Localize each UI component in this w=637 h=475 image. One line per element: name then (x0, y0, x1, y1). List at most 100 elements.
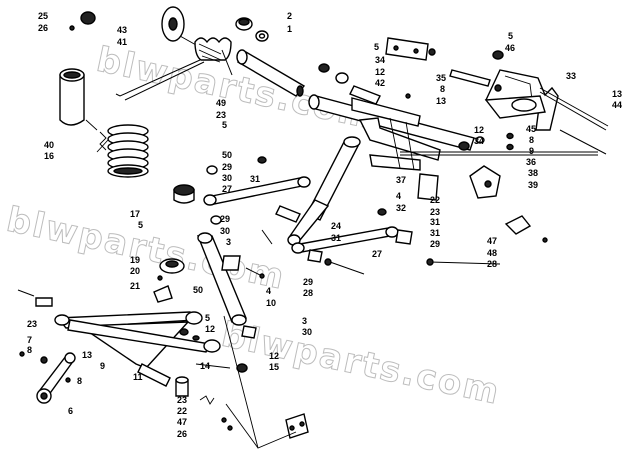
callout-29: 29 (220, 214, 230, 224)
torsion-spring-41-part (115, 6, 233, 101)
spring-cup-17-part (173, 184, 195, 204)
callout-8: 8 (77, 376, 82, 386)
callout-3: 3 (302, 316, 307, 326)
callout-8: 8 (440, 84, 445, 94)
callout-21: 21 (130, 281, 140, 291)
callout-23: 23 (216, 110, 226, 120)
callout-8: 8 (529, 135, 534, 145)
watermark-left: blwparts.com (3, 200, 289, 298)
callout-9: 9 (529, 146, 534, 156)
rear-cross-shaft-part (308, 94, 475, 171)
callout-43: 43 (117, 25, 127, 35)
callout-26: 26 (38, 23, 48, 33)
callout-12: 12 (375, 67, 385, 77)
bushings-bottom-part (175, 376, 233, 431)
leader-lines (85, 119, 297, 449)
callout-29: 29 (303, 277, 313, 287)
hardware-right-part (458, 132, 514, 151)
bushing-25-part (69, 11, 96, 31)
callout-37: 37 (396, 175, 406, 185)
callout-23: 23 (27, 319, 37, 329)
rod-24-part (261, 205, 301, 245)
link-arm-27-upper-part (203, 156, 311, 225)
callout-49: 49 (216, 98, 226, 108)
bracket-5-part (385, 37, 504, 61)
link-6-part (36, 352, 76, 404)
washer-47-part (426, 215, 548, 266)
hardware-14-15-part (195, 363, 248, 373)
callout-47: 47 (487, 236, 497, 246)
callout-23: 23 (430, 207, 440, 217)
callout-5: 5 (374, 42, 379, 52)
callout-labels: 25 26 43 41 2 1 5 5 46 34 12 42 35 8 33 … (27, 11, 622, 439)
callout-6: 6 (68, 406, 73, 416)
callout-38: 38 (528, 168, 538, 178)
callout-50: 50 (222, 150, 232, 160)
callout-1: 1 (287, 24, 292, 34)
callout-47: 47 (177, 417, 187, 427)
callout-41: 41 (117, 37, 127, 47)
link-arm-27-lower-part (291, 208, 413, 254)
callout-4: 4 (266, 286, 271, 296)
center-pivot-part (196, 232, 265, 339)
callout-13: 13 (82, 350, 92, 360)
callout-26: 26 (177, 429, 187, 439)
callout-20: 20 (130, 266, 140, 276)
parts-drawing (17, 6, 609, 449)
callout-42: 42 (375, 78, 385, 88)
cap-2-part (235, 17, 269, 42)
callout-5: 5 (508, 31, 513, 41)
callout-10: 10 (266, 298, 276, 308)
callout-33: 33 (566, 71, 576, 81)
callout-8: 8 (27, 345, 32, 355)
callout-25: 25 (38, 11, 48, 21)
callout-17: 17 (130, 209, 140, 219)
callout-22: 22 (177, 406, 187, 416)
callout-9: 9 (100, 361, 105, 371)
callout-12: 12 (205, 324, 215, 334)
callout-3: 3 (226, 237, 231, 247)
callout-5: 5 (222, 120, 227, 130)
callout-31: 31 (250, 174, 260, 184)
callout-30: 30 (220, 226, 230, 236)
callout-11: 11 (133, 372, 143, 382)
bolt-36-part (400, 129, 607, 156)
pin-23-left-part (17, 289, 53, 364)
callout-29: 29 (222, 162, 232, 172)
callout-5: 5 (138, 220, 143, 230)
callout-31: 31 (331, 233, 341, 243)
callout-28: 28 (303, 288, 313, 298)
callout-14: 14 (200, 361, 210, 371)
bolt-44-part (539, 87, 609, 131)
callout-44: 44 (612, 100, 622, 110)
callout-5: 5 (205, 313, 210, 323)
tube-49-part (236, 49, 306, 97)
callout-36: 36 (526, 157, 536, 167)
callout-31: 31 (430, 217, 440, 227)
callout-19: 19 (130, 255, 140, 265)
callout-2: 2 (287, 11, 292, 21)
front-a-arm-part (54, 311, 221, 387)
callout-4: 4 (396, 191, 401, 201)
callout-7: 7 (27, 335, 32, 345)
callout-23: 23 (177, 395, 187, 405)
callout-45: 45 (526, 124, 536, 134)
clip-bracket-part (285, 413, 309, 439)
bumper-40-part (59, 68, 85, 126)
watermark-bottom: blwparts.com (218, 315, 504, 413)
shock-37-part (287, 136, 361, 246)
callout-50: 50 (193, 285, 203, 295)
callout-22: 22 (430, 195, 440, 205)
callout-28: 28 (487, 259, 497, 269)
callout-12: 12 (269, 351, 279, 361)
callout-29: 29 (430, 239, 440, 249)
callout-12: 12 (474, 125, 484, 135)
callout-30: 30 (222, 173, 232, 183)
callout-35: 35 (436, 73, 446, 83)
callout-32: 32 (396, 203, 406, 213)
pin-35-part (449, 69, 491, 87)
callout-16: 16 (44, 151, 54, 161)
callout-27: 27 (372, 249, 382, 259)
bushings-34-12-42-part (318, 63, 411, 105)
spring-16-part (107, 124, 149, 178)
